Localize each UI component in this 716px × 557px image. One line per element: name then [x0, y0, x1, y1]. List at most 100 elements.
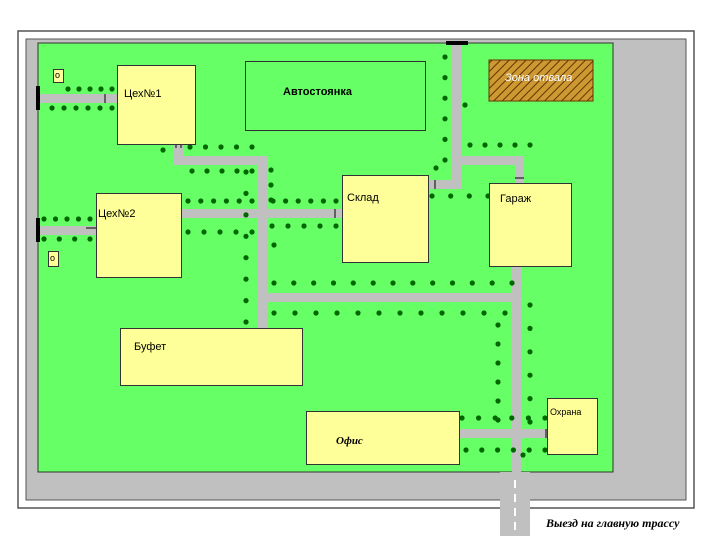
- tree: [75, 216, 82, 222]
- tree: [52, 216, 59, 222]
- gate-booth-1-label: о: [55, 70, 61, 80]
- tree: [243, 190, 249, 196]
- tree: [397, 310, 403, 316]
- tree: [376, 310, 382, 316]
- tree: [271, 242, 277, 248]
- workshop-2: [96, 193, 182, 278]
- office: [306, 411, 460, 465]
- tree: [430, 280, 436, 286]
- tree: [442, 54, 448, 60]
- tree: [333, 198, 339, 204]
- tree: [482, 142, 488, 148]
- tree: [65, 86, 71, 92]
- buffet: [120, 328, 303, 386]
- tree: [429, 193, 435, 199]
- tree: [442, 116, 448, 122]
- tree: [442, 136, 448, 142]
- tree: [41, 216, 47, 222]
- tree: [527, 419, 533, 425]
- tree: [476, 415, 482, 421]
- tree: [64, 216, 70, 222]
- tree: [311, 280, 317, 286]
- garage-label: Гараж: [500, 193, 532, 205]
- tree: [479, 447, 485, 453]
- tree: [448, 193, 454, 199]
- tree: [308, 198, 314, 204]
- tree: [489, 280, 495, 286]
- tree: [459, 415, 465, 421]
- parking-label: Автостоянка: [283, 86, 352, 98]
- tree: [249, 168, 255, 174]
- tree: [481, 310, 487, 316]
- tree: [249, 144, 255, 150]
- tree: [269, 223, 275, 229]
- tree: [283, 198, 289, 204]
- workshop-1: [117, 65, 196, 145]
- tree: [466, 193, 472, 199]
- tree: [418, 310, 424, 316]
- tree: [295, 198, 301, 204]
- tree: [211, 198, 217, 204]
- tree: [87, 236, 93, 242]
- tree: [85, 105, 91, 111]
- tree: [109, 105, 115, 111]
- tree: [243, 276, 249, 282]
- trees: [41, 54, 548, 458]
- tree: [271, 310, 277, 316]
- tree: [97, 105, 103, 111]
- tree: [527, 325, 533, 331]
- parking-area: [245, 61, 426, 131]
- tree: [185, 198, 191, 204]
- tree: [243, 298, 249, 304]
- tree: [243, 319, 249, 325]
- tree: [76, 86, 82, 92]
- tree: [72, 236, 78, 242]
- tree: [442, 95, 448, 101]
- tree: [270, 198, 276, 204]
- guard-label: Охрана: [550, 407, 582, 417]
- tree: [233, 229, 239, 235]
- tree: [497, 142, 503, 148]
- tree: [160, 147, 166, 153]
- office-label: Офис: [336, 435, 363, 447]
- dump-zone: [488, 59, 594, 102]
- tree: [520, 452, 526, 458]
- tree: [243, 255, 249, 261]
- tree: [236, 198, 242, 204]
- tree: [313, 310, 319, 316]
- tree: [217, 229, 223, 235]
- tree: [433, 165, 439, 171]
- tree: [201, 229, 207, 235]
- tree: [189, 168, 195, 174]
- warehouse-label: Склад: [347, 192, 379, 204]
- tree: [526, 447, 532, 453]
- garage: [489, 183, 572, 267]
- tree: [219, 168, 225, 174]
- tree: [350, 280, 356, 286]
- tree: [527, 142, 533, 148]
- tree: [502, 310, 508, 316]
- tree: [268, 182, 274, 188]
- tree: [512, 142, 518, 148]
- buffet-label: Буфет: [134, 341, 167, 353]
- tree: [234, 168, 240, 174]
- tree: [525, 415, 532, 421]
- tree: [460, 310, 466, 316]
- tree: [370, 280, 376, 286]
- tree: [109, 86, 115, 92]
- dump-zone-label: Зона отвала: [505, 72, 573, 84]
- tree: [87, 86, 93, 92]
- tree: [271, 280, 277, 286]
- workshop-1-label: Цех№1: [124, 88, 162, 100]
- tree: [492, 415, 498, 421]
- tree: [249, 198, 255, 204]
- tree: [301, 223, 307, 229]
- tree: [223, 198, 229, 204]
- tree: [463, 447, 469, 453]
- tree: [495, 447, 501, 453]
- tree: [495, 341, 501, 347]
- tree: [98, 86, 104, 92]
- roads: [38, 43, 556, 536]
- tree: [442, 157, 448, 163]
- tree: [87, 216, 93, 222]
